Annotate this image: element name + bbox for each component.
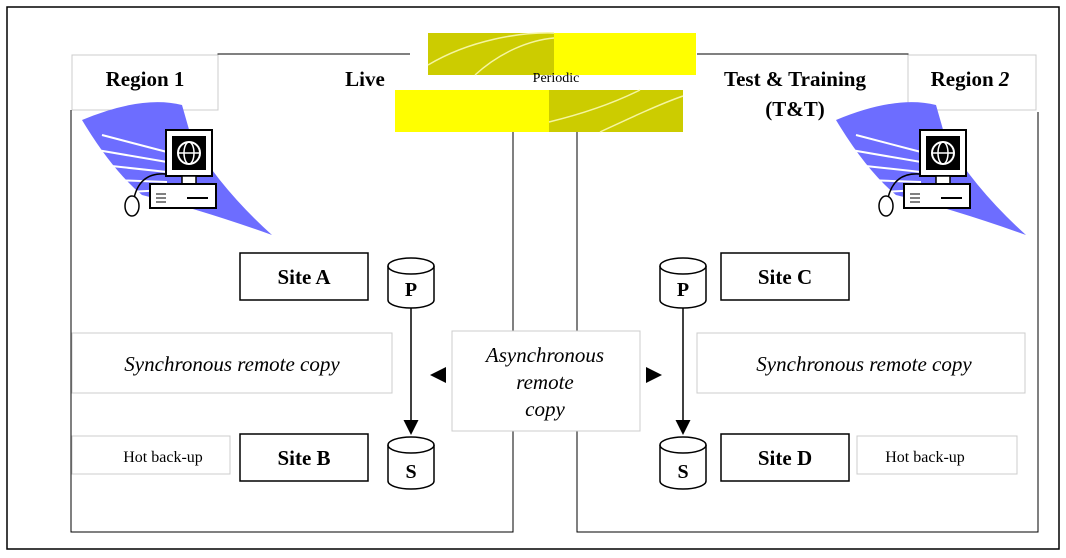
svg-text:Site D: Site D <box>758 446 812 470</box>
database-cylinder-icon: S <box>387 436 435 490</box>
region-2-label: Region 2 <box>931 67 1010 91</box>
svg-text:Site C: Site C <box>758 265 812 289</box>
async-copy-box <box>451 330 641 432</box>
site-b-box: Site B <box>239 433 369 482</box>
region-1-label: Region 1 <box>106 67 185 91</box>
live-label: Live <box>345 67 385 91</box>
svg-text:S: S <box>677 461 688 483</box>
svg-text:Site B: Site B <box>277 446 330 470</box>
database-cylinder-icon: P <box>387 257 435 309</box>
database-cylinder-icon: P <box>659 257 707 309</box>
async-arrow-left-icon <box>430 367 446 383</box>
hot-backup-label-right: Hot back-up <box>885 449 965 466</box>
hot-backup-label-left: Hot back-up <box>123 449 203 466</box>
async-arrow-right-icon <box>646 367 662 383</box>
periodic-label: Periodic <box>533 71 580 86</box>
svg-text:Site A: Site A <box>277 265 331 289</box>
async-copy-line3: copy <box>525 397 565 421</box>
sync-copy-label-right: Synchronous remote copy <box>756 352 972 376</box>
globe-computer-icon <box>82 102 272 235</box>
database-cylinder-icon: S <box>659 436 707 490</box>
periodic-banner-top <box>427 32 696 76</box>
test-training-label: Test & Training <box>724 67 866 91</box>
site-c-box: Site C <box>720 252 850 301</box>
async-copy-line2: remote <box>516 370 574 394</box>
site-d-box: Site D <box>720 433 850 482</box>
site-a-box: Site A <box>239 252 369 301</box>
test-training-abbrev: (T&T) <box>765 97 825 121</box>
svg-text:P: P <box>405 279 417 301</box>
svg-text:P: P <box>677 279 689 301</box>
async-copy-line1: Asynchronous <box>484 343 604 367</box>
periodic-banner-bottom <box>395 89 684 133</box>
sync-copy-label-left: Synchronous remote copy <box>124 352 340 376</box>
svg-text:S: S <box>405 461 416 483</box>
globe-computer-icon <box>836 102 1026 235</box>
